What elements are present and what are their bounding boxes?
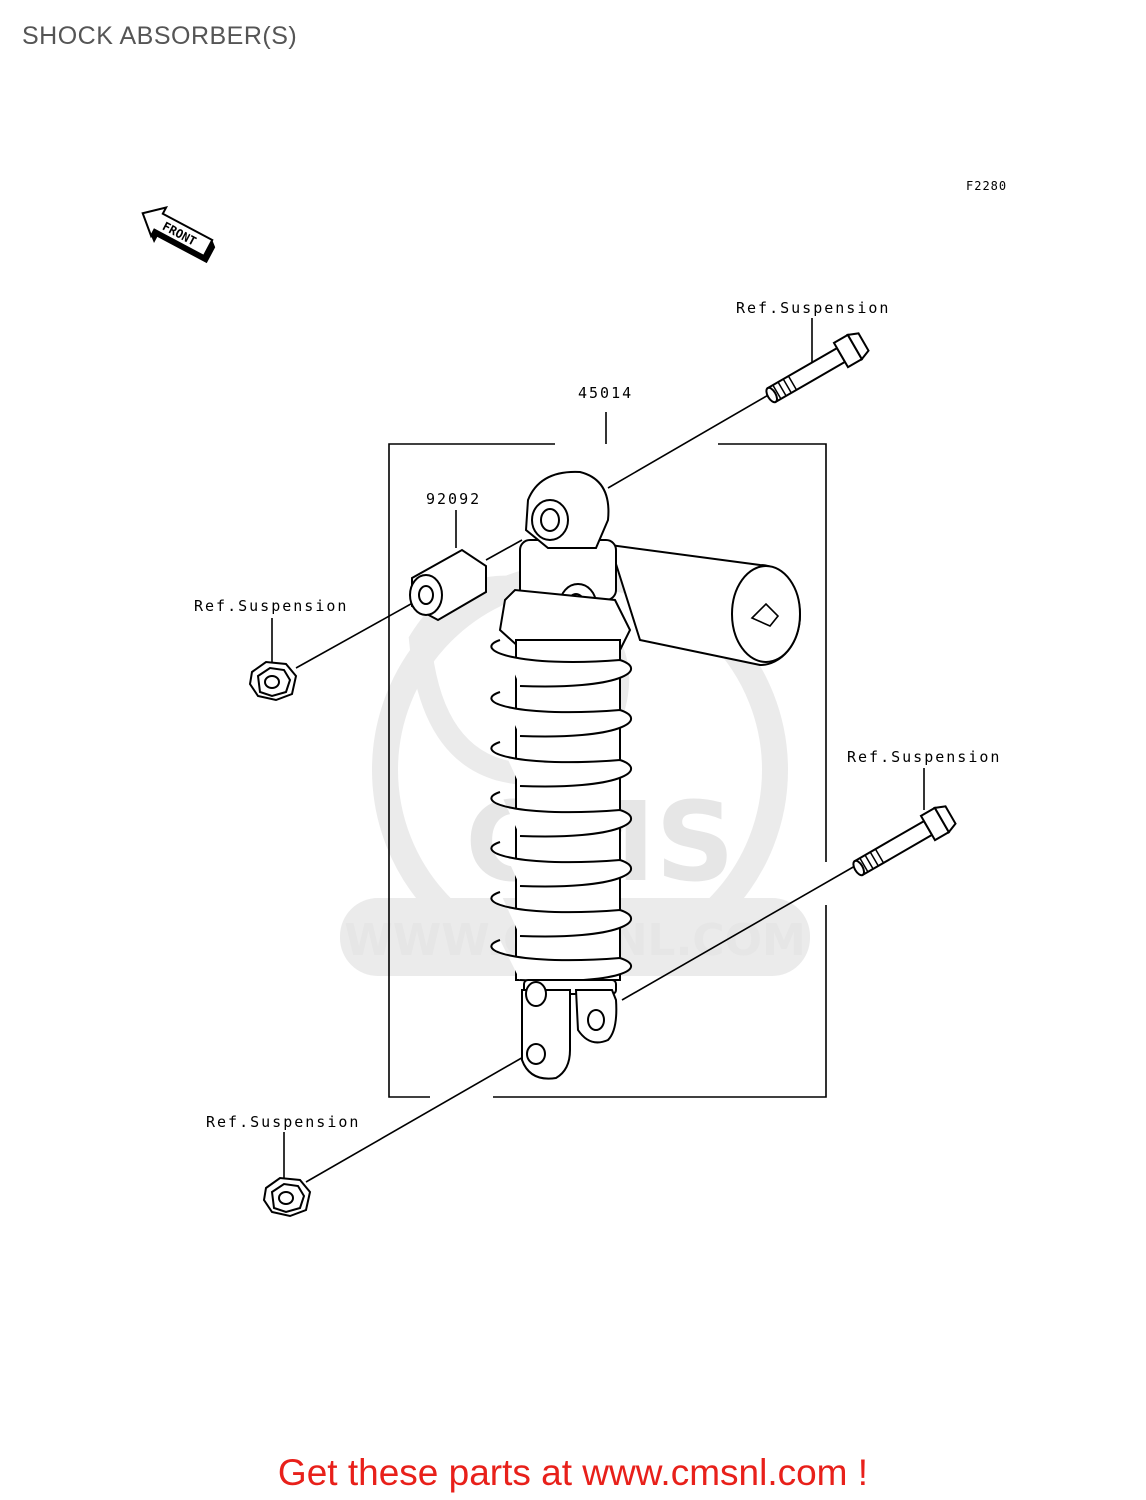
callout-ref-upper-nut[interactable]: Ref.Suspension: [194, 597, 348, 615]
shock-absorber-45014: [490, 470, 801, 1080]
upper-nut: [248, 660, 298, 702]
figure-code: F2280: [966, 179, 1007, 193]
page-title: SHOCK ABSORBER(S): [22, 22, 298, 50]
callout-ref-lower-nut[interactable]: Ref.Suspension: [206, 1113, 360, 1131]
lower-bolt: [852, 805, 957, 877]
front-arrow-icon: FRONT: [141, 206, 216, 264]
callout-92092[interactable]: 92092: [426, 490, 481, 508]
callout-45014[interactable]: 45014: [578, 384, 633, 402]
collar-92092: [409, 548, 487, 622]
top-bolt: [765, 332, 870, 404]
spring: [490, 639, 633, 982]
callout-ref-top-bolt[interactable]: Ref.Suspension: [736, 299, 890, 317]
assembly-bracket: [388, 412, 827, 1098]
callout-ref-lower-bolt[interactable]: Ref.Suspension: [847, 748, 1001, 766]
lower-nut: [262, 1176, 312, 1218]
leader-lines: [271, 318, 925, 1183]
footer-cta-link[interactable]: Get these parts at www.cmsnl.com !: [277, 1452, 869, 1493]
